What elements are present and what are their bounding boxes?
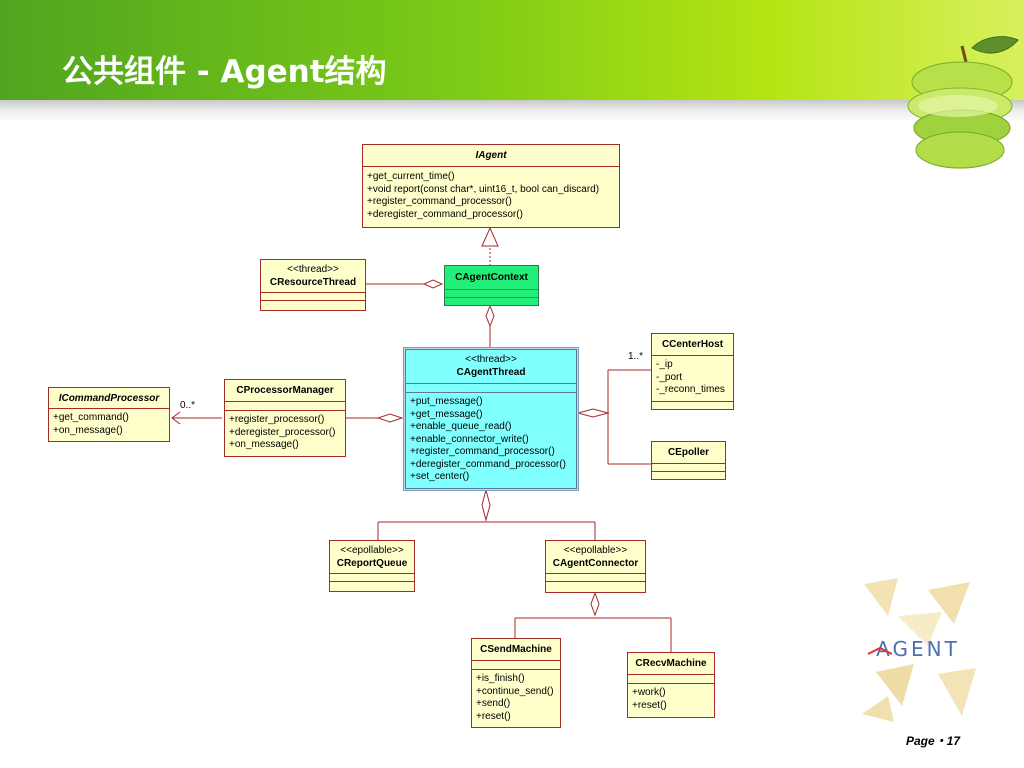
class-agent-context: CAgentContext — [444, 265, 539, 306]
command-processor-arrowhead — [171, 411, 181, 425]
manager-thread-diamond — [376, 413, 404, 423]
context-thread-diamond — [485, 304, 495, 328]
agent-thread-method: +enable_connector_write() — [410, 433, 529, 445]
header-shadow — [0, 100, 1024, 122]
send-machine-method: +send() — [476, 698, 511, 709]
class-send-machine: CSendMachine +is_finish() +continue_send… — [471, 638, 561, 728]
svg-text:AGENT: AGENT — [876, 637, 960, 661]
class-command-processor: ICommandProcessor +get_command() +on_mes… — [48, 387, 170, 442]
class-report-queue-name: CReportQueue — [336, 557, 408, 569]
apple-illustration — [907, 36, 1019, 169]
class-iagent: IAgent +get_current_time() +void report(… — [362, 144, 620, 228]
class-epoller-name: CEpoller — [652, 442, 725, 464]
agent-thread-method: +get_message() — [410, 408, 483, 420]
processor-manager-method: +deregister_processor() — [229, 426, 336, 438]
agent-thread-method: +put_message() — [410, 396, 483, 407]
class-command-processor-name: ICommandProcessor — [58, 393, 160, 404]
command-processor-method: +get_command() — [53, 412, 129, 423]
center-host-attribute: -_port — [656, 371, 683, 383]
iagent-method: +deregister_command_processor() — [367, 208, 523, 220]
command-processor-method: +on_message() — [53, 424, 123, 436]
agent-thread-method: +set_center() — [410, 471, 470, 482]
multiplicity-center-host: 1..* — [628, 351, 644, 362]
processor-manager-method: +register_processor() — [229, 414, 325, 425]
send-machine-method: +is_finish() — [476, 673, 525, 684]
send-machine-method: +continue_send() — [476, 685, 554, 697]
class-resource-thread-name: CResourceThread — [269, 276, 357, 288]
class-processor-manager: CProcessorManager +register_processor() … — [224, 379, 346, 457]
report-queue-stereotype: <<epollable>> — [340, 545, 404, 556]
class-report-queue: <<epollable>> CReportQueue — [329, 540, 415, 592]
thread-right-diamond — [576, 408, 610, 418]
class-epoller: CEpoller — [651, 441, 726, 480]
class-recv-machine: CRecvMachine +work() +reset() — [627, 652, 715, 718]
thread-bottom-diamond — [481, 488, 491, 522]
processor-manager-method: +on_message() — [229, 439, 299, 450]
recv-machine-method: +reset() — [632, 699, 667, 711]
class-processor-manager-name: CProcessorManager — [225, 380, 345, 402]
page-number: Page・17 — [905, 734, 960, 748]
iagent-method: +register_command_processor() — [367, 196, 512, 207]
slide-title: 公共组件 - Agent结构 — [62, 54, 387, 90]
iagent-method: +void report(const char*, uint16_t, bool… — [367, 183, 600, 195]
multiplicity-command-processor: 0..* — [180, 400, 196, 411]
agent-connector-stereotype: <<epollable>> — [563, 545, 628, 556]
class-agent-thread: <<thread>> CAgentThread +put_message() +… — [405, 349, 577, 489]
class-iagent-name: IAgent — [475, 150, 507, 161]
agent-thread-method: +register_command_processor() — [410, 446, 555, 457]
send-machine-method: +reset() — [476, 710, 511, 722]
realization-arrowhead — [481, 226, 499, 247]
class-center-host: CCenterHost -_ip -_port -_reconn_times — [651, 333, 734, 410]
agent-thread-method: +enable_queue_read() — [410, 421, 512, 432]
agent-thread-stereotype: <<thread>> — [465, 354, 517, 365]
center-host-attribute: -_reconn_times — [656, 384, 725, 395]
iagent-method: +get_current_time() — [367, 171, 455, 182]
center-host-attribute: -_ip — [656, 359, 673, 370]
recv-machine-method: +work() — [632, 687, 666, 698]
class-agent-connector-name: CAgentConnector — [552, 557, 639, 569]
connector-bottom-diamond — [590, 591, 600, 617]
class-center-host-name: CCenterHost — [652, 334, 733, 356]
class-recv-machine-name: CRecvMachine — [628, 653, 714, 675]
agent-logo: AGENT — [858, 576, 980, 724]
class-agent-thread-name: CAgentThread — [456, 366, 526, 378]
class-resource-thread: <<thread>> CResourceThread — [260, 259, 366, 311]
resource-aggregation-diamond — [422, 279, 444, 289]
agent-thread-method: +deregister_command_processor() — [410, 458, 566, 470]
class-agent-connector: <<epollable>> CAgentConnector — [545, 540, 646, 593]
class-agent-context-name: CAgentContext — [445, 266, 538, 290]
header-band — [0, 0, 1024, 100]
class-send-machine-name: CSendMachine — [472, 639, 560, 661]
resource-thread-stereotype: <<thread>> — [287, 264, 339, 275]
